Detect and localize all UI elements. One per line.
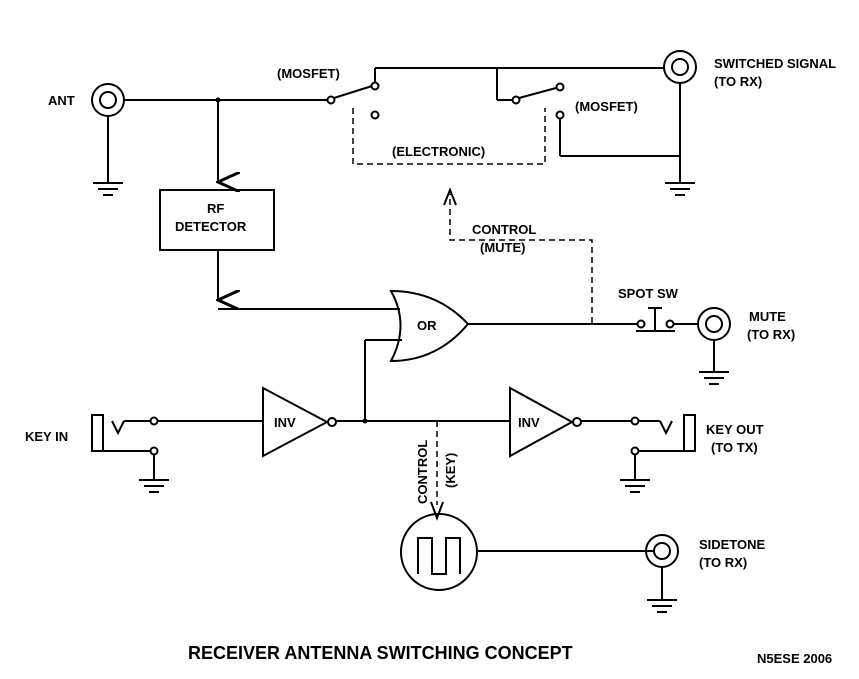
inv-label-left: INV (274, 415, 296, 430)
switched-signal-connector (663, 50, 697, 183)
diagram-title: RECEIVER ANTENNA SWITCHING CONCEPT (188, 643, 573, 663)
mosfet-switch-right (496, 68, 680, 157)
electronic-linkage-box (352, 108, 546, 165)
ground-symbol-ant (93, 182, 123, 196)
mosfet-label-right: (MOSFET) (575, 99, 638, 114)
control-mute-arrowhead (443, 187, 457, 206)
inverter-left (262, 386, 510, 458)
sidetone-label: SIDETONE (699, 537, 766, 552)
key-in-jack (91, 414, 263, 480)
inverter-right (509, 386, 631, 458)
key-out-jack (630, 414, 696, 480)
ground-symbol-key-out (620, 479, 650, 493)
ground-symbol-sidetone (647, 599, 677, 613)
control-key-label: CONTROL (415, 440, 430, 504)
mute-to-rx-label: (TO RX) (747, 327, 795, 342)
rf-label: RF (207, 201, 224, 216)
switched-signal-label: SWITCHED SIGNAL (714, 56, 836, 71)
mosfet-label-left: (MOSFET) (277, 66, 340, 81)
junction-dot-key (362, 418, 368, 424)
key-in-label: KEY IN (25, 429, 68, 444)
or-gate (389, 289, 470, 363)
ground-symbol-key-in (139, 479, 169, 493)
mute-paren-label: (MUTE) (480, 240, 526, 255)
sidetone-oscillator (400, 513, 655, 591)
electronic-label: (ELECTRONIC) (392, 144, 485, 159)
ground-symbol-switched (665, 182, 695, 196)
ant-connector (91, 83, 125, 183)
ant-label: ANT (48, 93, 75, 108)
mute-connector (697, 307, 731, 372)
sidetone-to-rx-label: (TO RX) (699, 555, 747, 570)
control-label: CONTROL (472, 222, 536, 237)
spot-switch (636, 307, 697, 332)
sidetone-connector (645, 534, 679, 600)
inv-label-right: INV (518, 415, 540, 430)
mosfet-switch-left (326, 67, 664, 120)
switched-signal-to-rx-label: (TO RX) (714, 74, 762, 89)
detector-label: DETECTOR (175, 219, 247, 234)
author-credit: N5ESE 2006 (757, 651, 832, 666)
mute-label: MUTE (749, 309, 786, 324)
ground-symbol-mute (699, 371, 729, 385)
key-out-label: KEY OUT (706, 422, 764, 437)
spot-sw-label: SPOT SW (618, 286, 679, 301)
or-label: OR (417, 318, 437, 333)
key-paren-label: (KEY) (443, 453, 458, 488)
control-key-arrowhead (430, 501, 444, 521)
key-out-to-tx-label: (TO TX) (711, 440, 758, 455)
control-mute-dashed-line (449, 194, 593, 323)
